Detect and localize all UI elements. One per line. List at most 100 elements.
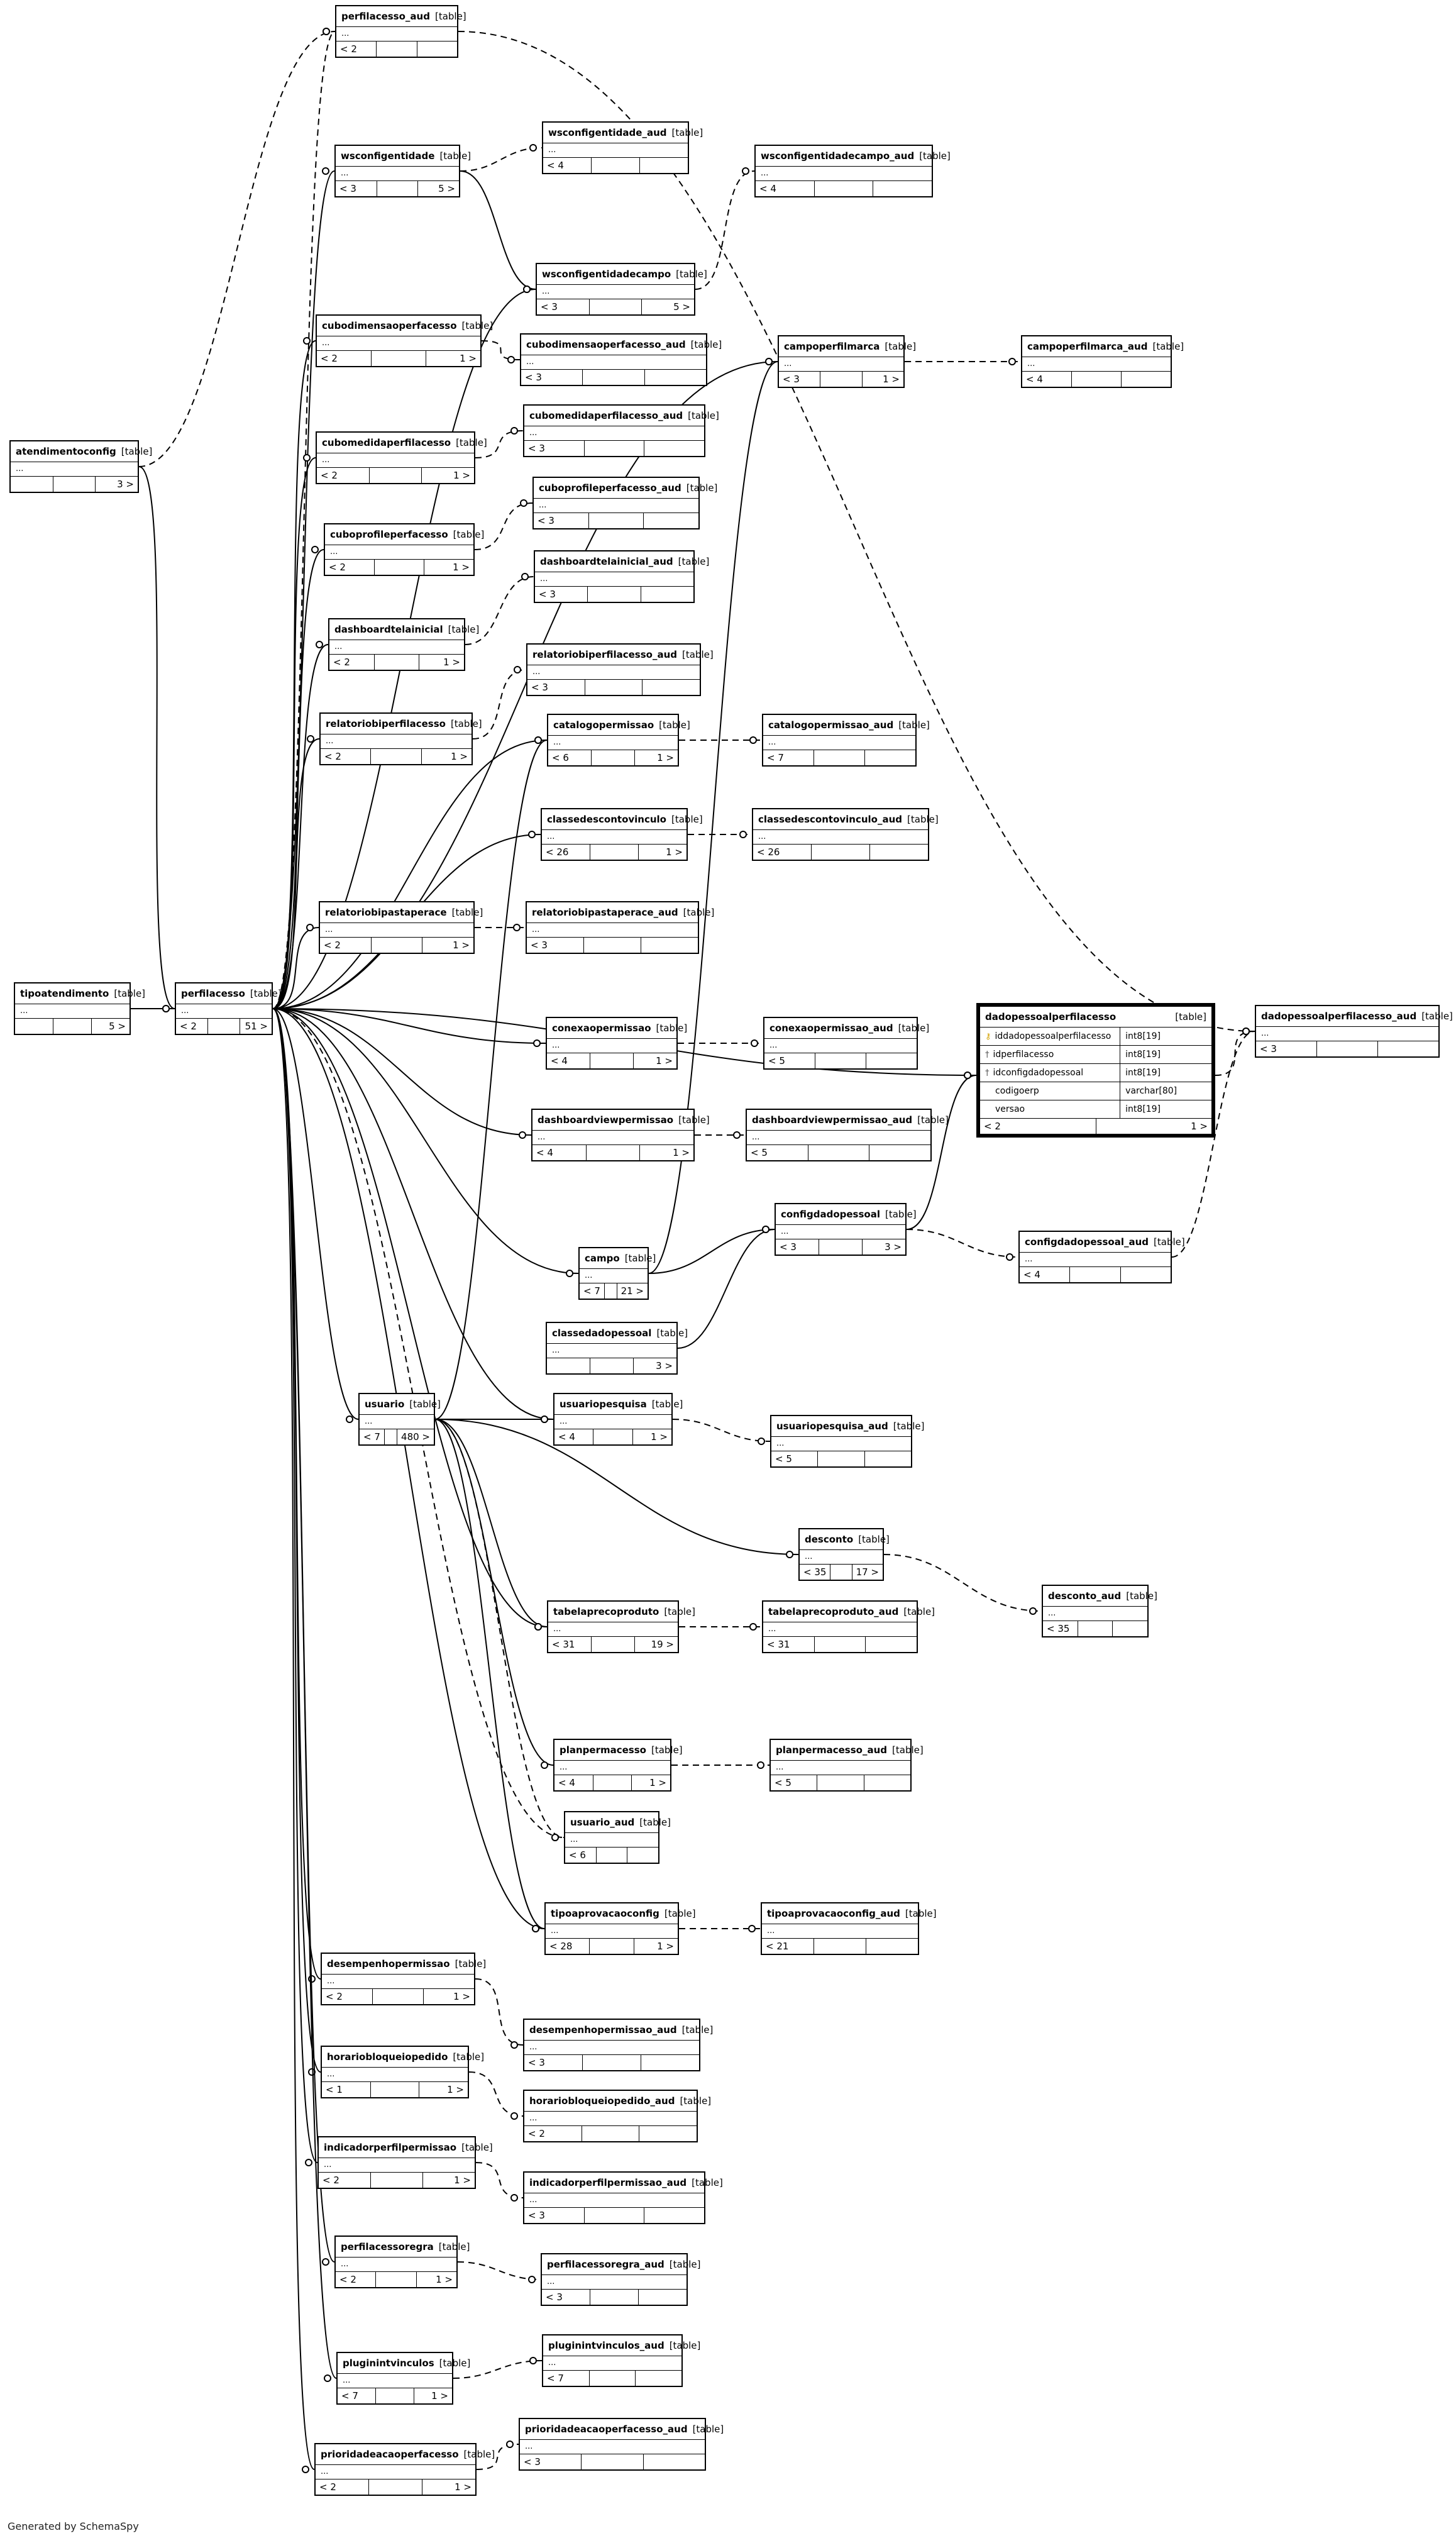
table-desconto_aud[interactable]: desconto_aud[table]...< 35: [1042, 1585, 1157, 1637]
parents-count[interactable]: < 6: [548, 750, 592, 765]
parents-count[interactable]: < 5: [747, 1145, 808, 1160]
children-count[interactable]: 1 >: [651, 1431, 668, 1443]
table-horariobloqueiopedido_aud[interactable]: horariobloqueiopedido_aud[table]...< 2: [523, 2090, 711, 2142]
parents-count[interactable]: < 3: [537, 299, 590, 314]
table-usuario_aud[interactable]: usuario_aud[table]...< 6: [564, 1811, 671, 1864]
children-count[interactable]: [641, 938, 698, 953]
parents-count[interactable]: < 3: [776, 1239, 819, 1255]
parents-count[interactable]: < 2: [329, 655, 375, 670]
parents-count[interactable]: < 2: [317, 351, 372, 366]
children-count[interactable]: [865, 750, 915, 765]
children-count[interactable]: [627, 1848, 658, 1863]
table-indicadorperfilpermissao_aud[interactable]: indicadorperfilpermissao_aud[table]...< …: [523, 2171, 723, 2224]
parents-count[interactable]: < 28: [546, 1939, 590, 1954]
children-count[interactable]: 1 >: [666, 846, 683, 858]
parents-count[interactable]: < 3: [779, 372, 821, 387]
children-count[interactable]: [639, 2126, 697, 2141]
children-count[interactable]: 1 >: [657, 1941, 674, 1952]
parents-count[interactable]: < 2: [319, 2173, 371, 2188]
parents-count[interactable]: < 7: [543, 2371, 590, 2386]
children-count[interactable]: 1 >: [455, 2481, 472, 2493]
children-count[interactable]: [644, 441, 704, 456]
table-tabelaprecoproduto_aud[interactable]: tabelaprecoproduto_aud[table]...< 31: [762, 1600, 935, 1653]
parents-count[interactable]: < 2: [320, 938, 372, 953]
parents-count[interactable]: < 3: [542, 2290, 590, 2305]
parents-count[interactable]: < 4: [554, 1429, 594, 1444]
parents-count[interactable]: < 26: [542, 845, 590, 860]
table-dashboardtelainicial_aud[interactable]: dashboardtelainicial_aud[table]...< 3: [534, 550, 709, 603]
table-desempenhopermissao_aud[interactable]: desempenhopermissao_aud[table]...< 3: [523, 2019, 713, 2071]
children-count[interactable]: [641, 587, 693, 602]
parents-count[interactable]: < 31: [763, 1637, 815, 1652]
children-count[interactable]: 480 >: [401, 1431, 430, 1443]
parents-count[interactable]: [15, 1019, 53, 1034]
children-count[interactable]: [1378, 1041, 1438, 1056]
children-count[interactable]: 1 >: [673, 1147, 690, 1158]
children-count[interactable]: 51 >: [245, 1021, 268, 1032]
children-count[interactable]: 1 >: [453, 562, 470, 573]
children-count[interactable]: 3 >: [117, 479, 135, 490]
table-tipoatendimento[interactable]: tipoatendimento[table]...5 >: [14, 982, 145, 1035]
children-count[interactable]: 1 >: [454, 2175, 471, 2186]
table-cuboprofileperfacesso_aud[interactable]: cuboprofileperfacesso_aud[table]...< 3: [532, 477, 717, 529]
parents-count[interactable]: < 3: [534, 513, 589, 528]
parents-count[interactable]: < 3: [336, 181, 377, 196]
table-conexaopermissao_aud[interactable]: conexaopermissao_aud[table]...< 5: [763, 1017, 929, 1070]
parents-count[interactable]: < 2: [980, 1119, 1096, 1134]
parents-count[interactable]: < 3: [524, 2208, 585, 2223]
table-catalogopermissao_aud[interactable]: catalogopermissao_aud[table]...< 7: [762, 714, 930, 767]
children-count[interactable]: 1 >: [431, 2390, 448, 2402]
children-count[interactable]: [640, 158, 688, 173]
parents-count[interactable]: < 2: [325, 560, 375, 575]
focus-table-dadopessoalperfilacesso[interactable]: dadopessoalperfilacesso [table] ⚷iddadop…: [976, 1003, 1215, 1138]
children-count[interactable]: [866, 1053, 917, 1068]
children-count[interactable]: [417, 42, 457, 57]
parents-count[interactable]: < 21: [762, 1939, 814, 1954]
parents-count[interactable]: < 5: [764, 1053, 815, 1068]
children-count[interactable]: 3 >: [885, 1241, 902, 1253]
children-count[interactable]: [864, 1775, 910, 1790]
table-cubodimensaoperfacesso_aud[interactable]: cubodimensaoperfacesso_aud[table]...< 3: [520, 333, 722, 386]
parents-count[interactable]: < 3: [520, 2454, 582, 2469]
parents-count[interactable]: < 3: [521, 370, 583, 385]
children-count[interactable]: 1 >: [657, 752, 674, 763]
table-campoperfilmarca_aud[interactable]: campoperfilmarca_aud[table]...< 4: [1021, 335, 1184, 388]
table-perfilacesso_aud[interactable]: perfilacesso_aud[table]...< 2: [335, 5, 466, 58]
parents-count[interactable]: < 35: [1043, 1621, 1078, 1636]
children-count[interactable]: [873, 181, 932, 196]
parents-count[interactable]: < 4: [554, 1775, 593, 1790]
table-relatoriobiperfilacesso_aud[interactable]: relatoriobiperfilacesso_aud[table]...< 3: [526, 643, 714, 696]
parents-count[interactable]: < 7: [763, 750, 814, 765]
parents-count[interactable]: < 3: [524, 2055, 583, 2070]
table-classedescontovinculo_aud[interactable]: classedescontovinculo_aud[table]...< 26: [752, 808, 939, 861]
children-count[interactable]: 5 >: [438, 183, 456, 194]
children-count[interactable]: [641, 2055, 699, 2070]
children-count[interactable]: [644, 2454, 705, 2469]
parents-count[interactable]: < 31: [548, 1637, 592, 1652]
children-count[interactable]: [866, 1939, 918, 1954]
parents-count[interactable]: < 4: [543, 158, 592, 173]
table-configdadopessoal_aud[interactable]: configdadopessoal_aud[table]...< 4: [1018, 1231, 1185, 1283]
table-relatoriobipastaperace_aud[interactable]: relatoriobipastaperace_aud[table]...< 3: [526, 901, 714, 954]
parents-count[interactable]: < 2: [322, 1989, 373, 2004]
children-count[interactable]: 21 >: [620, 1285, 644, 1297]
parents-count[interactable]: < 3: [535, 587, 588, 602]
children-count[interactable]: 1 >: [656, 1055, 673, 1067]
parents-count[interactable]: < 3: [524, 441, 585, 456]
parents-count[interactable]: [11, 477, 53, 492]
children-count[interactable]: 1 >: [1191, 1121, 1208, 1132]
